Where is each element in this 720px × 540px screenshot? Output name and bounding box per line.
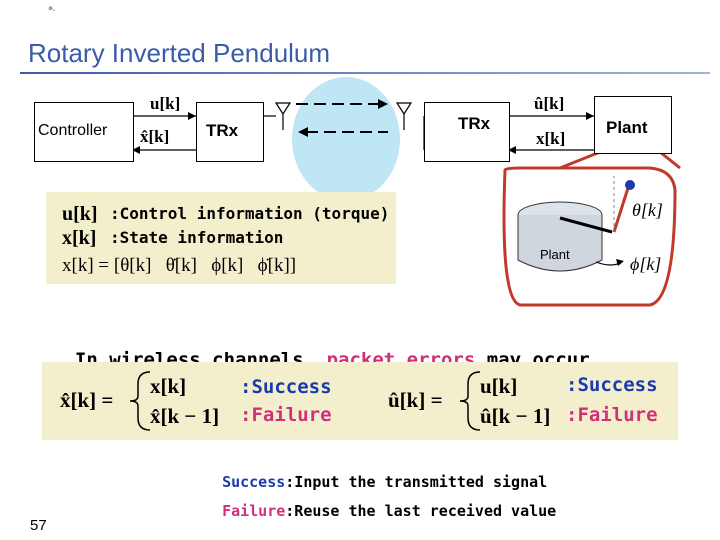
right-failure-label: :Failure (566, 404, 658, 426)
equations-panel (42, 362, 678, 440)
trx-left-label: TRx (206, 121, 239, 140)
page-number: 57 (30, 517, 47, 534)
xhat-case-success: x[k] (150, 374, 187, 398)
failure-word: Failure (222, 502, 286, 520)
success-description: :Input the transmitted signal (285, 473, 548, 491)
xhat-k-label: x̂[k] (140, 127, 170, 146)
x-definition: :State information (110, 228, 284, 247)
left-success-label: :Success (240, 376, 332, 398)
success-legend: Success:Input the transmitted signal (204, 455, 547, 491)
u-k-label: u[k] (150, 94, 181, 113)
theta-label: θ[k] (632, 200, 663, 220)
uhat-k-label: û[k] (534, 94, 565, 113)
plant-label: Plant (606, 118, 648, 137)
right-success-label: :Success (566, 374, 658, 396)
plant-picture-label: Plant (540, 247, 570, 262)
controller-box (34, 102, 134, 162)
xhat-equation-lhs: x̂[k] = (60, 388, 114, 412)
left-failure-label: :Failure (240, 404, 332, 426)
trx-right-label: TRx (458, 114, 491, 133)
title-underline (20, 72, 710, 74)
state-vector-equation: x[k] = [θ[k] θ̇[k] ϕ[k] ϕ̇[k]] (62, 255, 297, 276)
controller-label: Controller (38, 122, 108, 139)
xhat-case-failure: x̂[k − 1] (150, 404, 220, 428)
svg-text:K: K (49, 7, 51, 9)
failure-description: :Reuse the last received value (285, 502, 557, 520)
plant-box (594, 96, 672, 154)
phi-label: ϕ[k] (630, 254, 662, 274)
trx-left-box (196, 102, 264, 162)
u-definition: :Control information (torque) (110, 204, 390, 223)
definitions-panel (46, 192, 396, 284)
x-k-label: x[k] (536, 129, 566, 148)
uhat-equation-lhs: û[k] = (388, 388, 443, 412)
failure-legend: Failure:Reuse the last received value (204, 484, 556, 520)
uhat-case-success: u[k] (480, 374, 518, 398)
lab-logo-icon: K Lab. (48, 6, 55, 11)
trx-right-box (424, 102, 510, 162)
success-word: Success (222, 473, 286, 491)
u-symbol: u[k] (62, 203, 98, 225)
wireless-channel-ellipse (292, 77, 400, 201)
slide-title: Rotary Inverted Pendulum (28, 38, 331, 68)
uhat-case-failure: û[k − 1] (480, 404, 551, 428)
svg-text:Lab.: Lab. (50, 8, 53, 10)
x-symbol: x[k] (62, 227, 97, 249)
